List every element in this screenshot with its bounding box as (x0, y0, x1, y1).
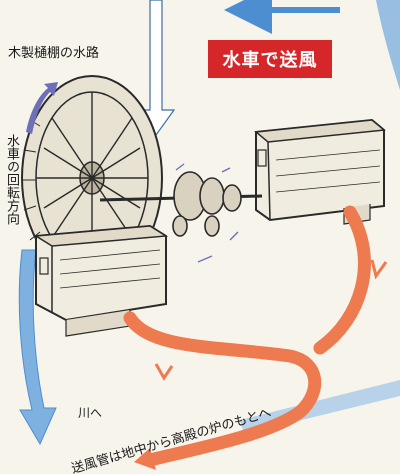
water-flow-top-right (376, 0, 400, 90)
diagram-title: 水車で送風 (208, 40, 332, 78)
label-to-river: 川へ (78, 406, 103, 420)
left-housing (33, 224, 169, 337)
air-pipe-arrow-right (370, 259, 388, 280)
label-rotation-direction: 水車の回転方向 (4, 134, 19, 225)
rotation-direction-arrow (26, 82, 58, 134)
gear-train (172, 171, 242, 237)
air-pipe-right (313, 205, 371, 355)
air-pipe-arrow-mid (154, 363, 174, 381)
water-flow-left-down (18, 249, 57, 446)
right-housing (254, 118, 386, 225)
air-pipe-left (123, 311, 322, 467)
air-pipe-arrow-left (134, 448, 156, 470)
label-water-channel: 木製樋棚の水路 (8, 46, 100, 61)
motion-arrows (175, 163, 239, 263)
water-flow-channel-down (136, 0, 176, 137)
